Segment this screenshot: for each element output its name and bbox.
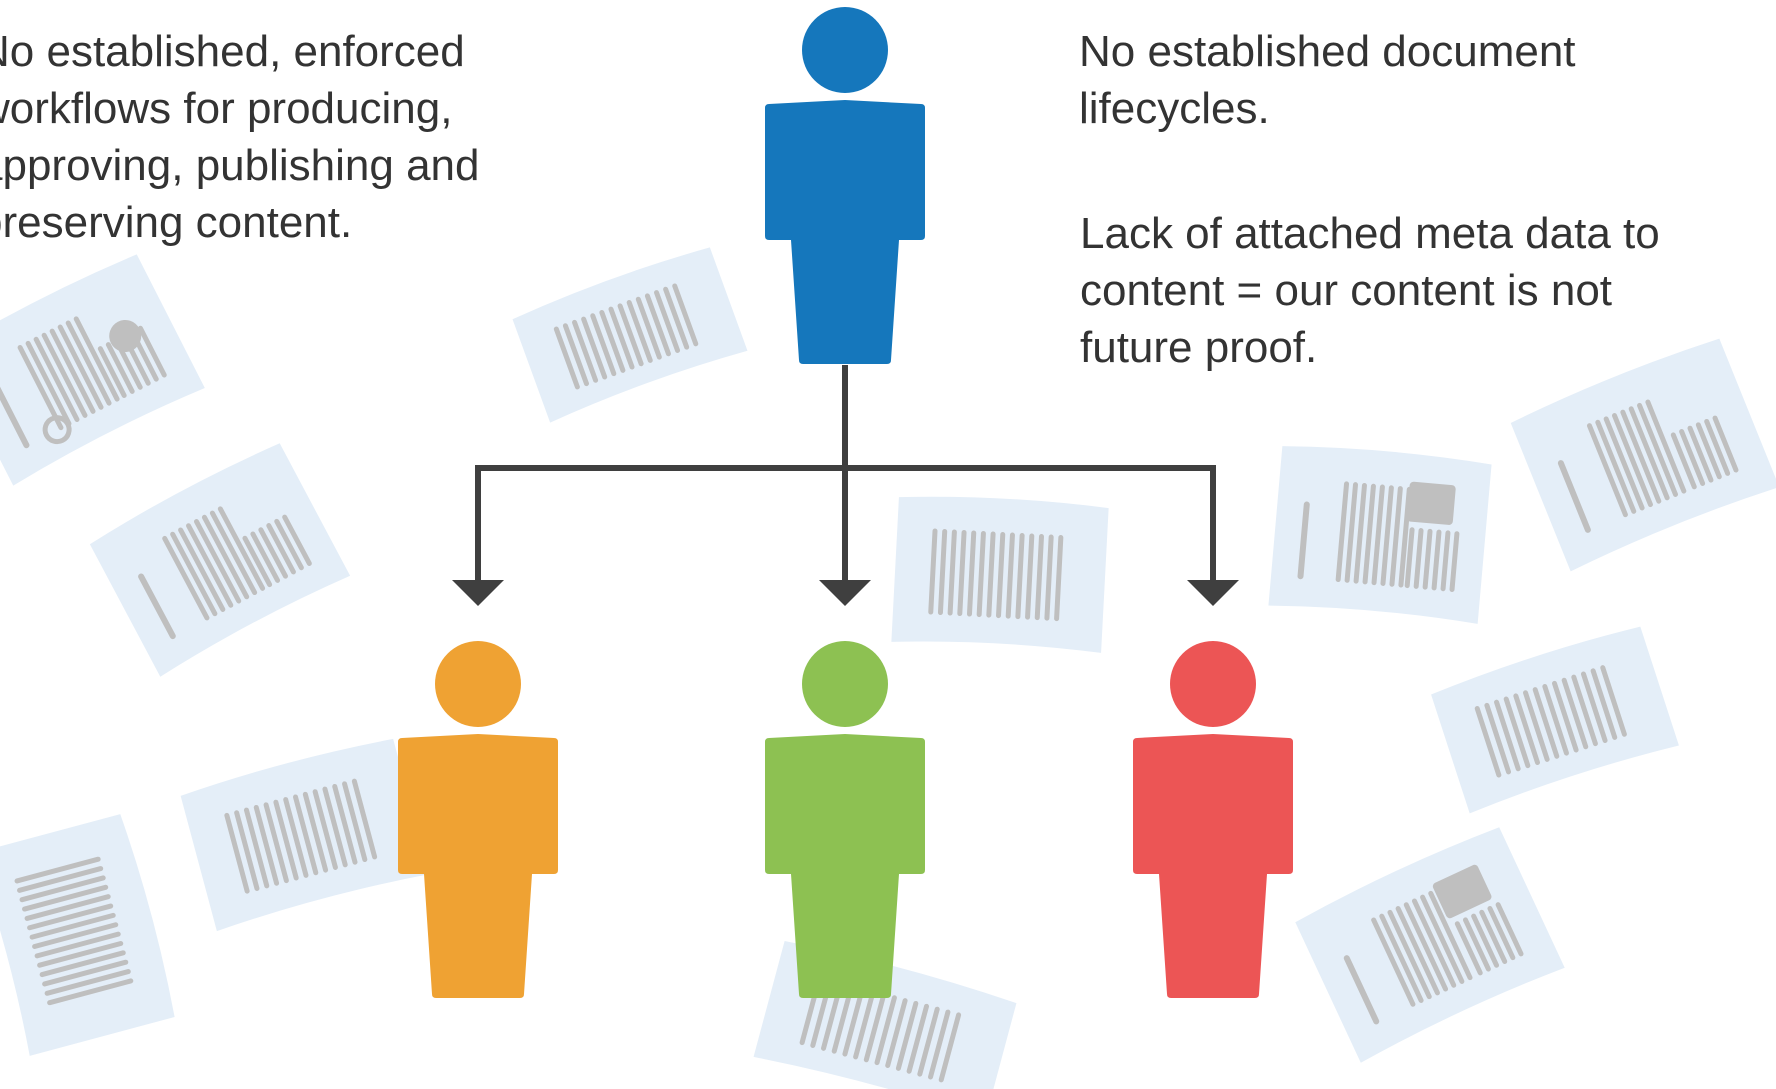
document-icon <box>1431 626 1679 814</box>
person-icon <box>802 641 888 727</box>
background-documents <box>0 247 1776 1089</box>
document-icon <box>1510 338 1776 572</box>
document-icon <box>1295 827 1565 1063</box>
left-description: No established, enforced workflows for p… <box>0 23 480 251</box>
person-icon <box>802 7 888 93</box>
document-icon <box>0 814 175 1056</box>
connector-lines <box>452 365 1239 606</box>
right-description-metadata: Lack of attached meta data to content = … <box>1080 205 1660 376</box>
document-icon <box>89 443 351 677</box>
middle-person <box>765 641 925 998</box>
top-person <box>765 7 925 364</box>
text-line: workflows for producing, <box>0 84 453 133</box>
person-body <box>765 734 925 998</box>
person-body <box>398 734 558 998</box>
left-person <box>398 641 558 998</box>
text-line: No established, enforced <box>0 27 465 76</box>
text-line: approving, publishing and <box>0 141 480 190</box>
arrow-down-icon <box>1187 580 1239 606</box>
text-line: content = our content is not <box>1080 266 1613 315</box>
person-icon <box>1170 641 1256 727</box>
text-line: Lack of attached meta data to <box>1080 209 1660 258</box>
arrow-down-icon <box>452 580 504 606</box>
right-description-lifecycles: No established document lifecycles. <box>1079 23 1576 137</box>
text-line: lifecycles. <box>1079 84 1270 133</box>
document-icon <box>1268 446 1492 624</box>
document-icon <box>0 254 205 486</box>
document-icon <box>512 247 748 423</box>
person-body <box>1133 734 1293 998</box>
person-icon <box>435 641 521 727</box>
document-icon <box>891 496 1109 653</box>
text-line: preserving content. <box>0 198 353 247</box>
person-body <box>765 100 925 364</box>
document-icon <box>180 738 430 932</box>
arrow-down-icon <box>819 580 871 606</box>
right-person <box>1133 641 1293 998</box>
text-line: future proof. <box>1080 323 1318 372</box>
people-group <box>398 7 1293 998</box>
connector-bar <box>475 465 1216 585</box>
text-line: No established document <box>1079 27 1576 76</box>
